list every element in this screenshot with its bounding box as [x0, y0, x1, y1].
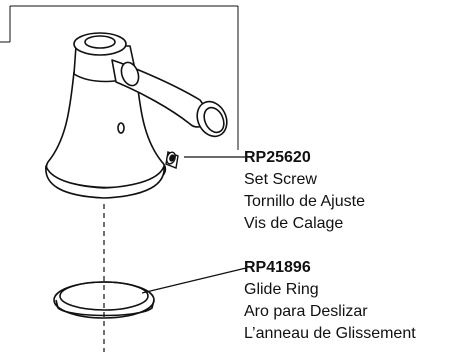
part-name-fr: Vis de Calage [244, 215, 344, 232]
part-name-en: Glide Ring [244, 281, 319, 298]
part-number: RP41896 [244, 259, 311, 276]
frame-lines [0, 5, 239, 150]
glide-ring-illustration [53, 281, 155, 319]
callout-rp41896: RP41896 Glide Ring Aro para Deslizar L’a… [244, 257, 416, 345]
set-screw-illustration [165, 151, 179, 169]
part-name-en: Set Screw [244, 171, 317, 188]
callout-rp25620: RP25620 Set Screw Tornillo de Ajuste Vis… [244, 147, 365, 235]
part-name-es: Aro para Deslizar [244, 303, 368, 320]
part-name-es: Tornillo de Ajuste [244, 193, 365, 210]
part-number: RP25620 [244, 149, 311, 166]
leader-line-rp41896 [141, 267, 247, 294]
part-name-fr: L’anneau de Glissement [244, 325, 416, 342]
handle-illustration [45, 32, 228, 199]
